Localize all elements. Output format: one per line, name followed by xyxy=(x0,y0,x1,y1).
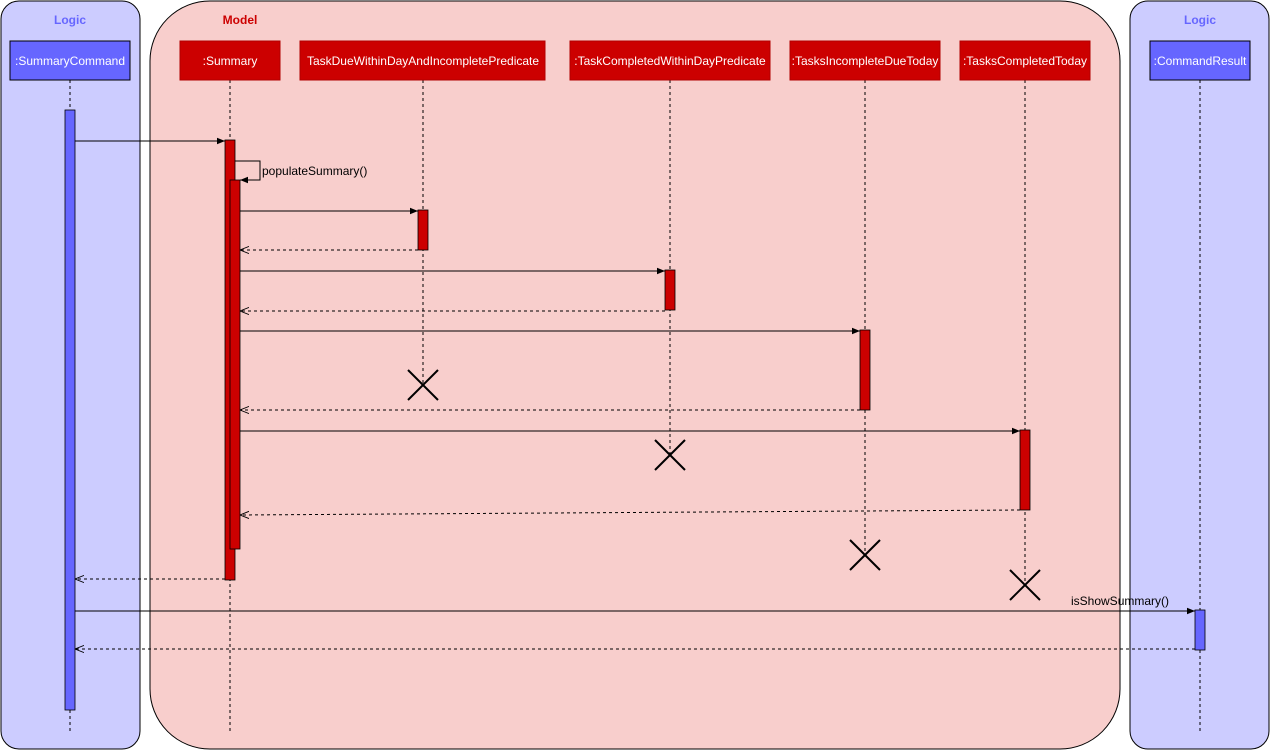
model-frame-title: Model xyxy=(223,13,258,27)
participant-task-due-predicate: TaskDueWithinDayAndIncompletePredicate xyxy=(299,40,546,81)
activation-tasks-incomplete-due-today xyxy=(859,329,871,411)
model-frame: Model xyxy=(149,0,1121,750)
label-populate-summary: populateSummary() xyxy=(262,164,367,178)
participant-tasks-incomplete-due-today-label: :TasksIncompleteDueToday xyxy=(792,54,939,68)
participant-summary: :Summary xyxy=(179,40,281,81)
message-populate-summary-self xyxy=(235,160,261,184)
logic-frame-right-title: Logic xyxy=(1184,13,1216,27)
activation-tasks-completed-today xyxy=(1019,429,1031,511)
participant-summary-label: :Summary xyxy=(203,54,258,68)
participant-summary-command: :SummaryCommand xyxy=(9,40,131,81)
activation-summary-command xyxy=(64,109,76,711)
destroy-task-due-predicate xyxy=(407,369,439,401)
participant-task-completed-predicate-label: :TaskCompletedWithinDayPredicate xyxy=(574,54,766,68)
destroy-task-completed-predicate xyxy=(654,439,686,471)
participant-tasks-completed-today-label: :TasksCompletedToday xyxy=(963,54,1087,68)
destroy-tasks-completed-today xyxy=(1009,569,1041,601)
activation-task-completed-predicate xyxy=(664,269,676,311)
logic-frame-left-title: Logic xyxy=(54,13,86,27)
participant-task-completed-predicate: :TaskCompletedWithinDayPredicate xyxy=(569,40,771,81)
return-from-tasks-completed-today xyxy=(240,509,1021,515)
activation-summary-inner xyxy=(229,179,241,550)
messages xyxy=(75,137,1195,649)
participant-command-result-label: :CommandResult xyxy=(1154,54,1247,68)
participant-task-due-predicate-label: TaskDueWithinDayAndIncompletePredicate xyxy=(307,54,539,68)
activation-command-result xyxy=(1194,609,1206,651)
destroy-tasks-incomplete-due-today xyxy=(849,539,881,571)
participant-tasks-completed-today: :TasksCompletedToday xyxy=(959,40,1091,81)
participant-tasks-incomplete-due-today: :TasksIncompleteDueToday xyxy=(789,40,941,81)
label-is-show-summary: isShowSummary() xyxy=(1071,594,1169,608)
participant-command-result: :CommandResult xyxy=(1149,40,1251,81)
participant-summary-command-label: :SummaryCommand xyxy=(15,54,125,68)
activation-task-due-predicate xyxy=(417,209,429,251)
